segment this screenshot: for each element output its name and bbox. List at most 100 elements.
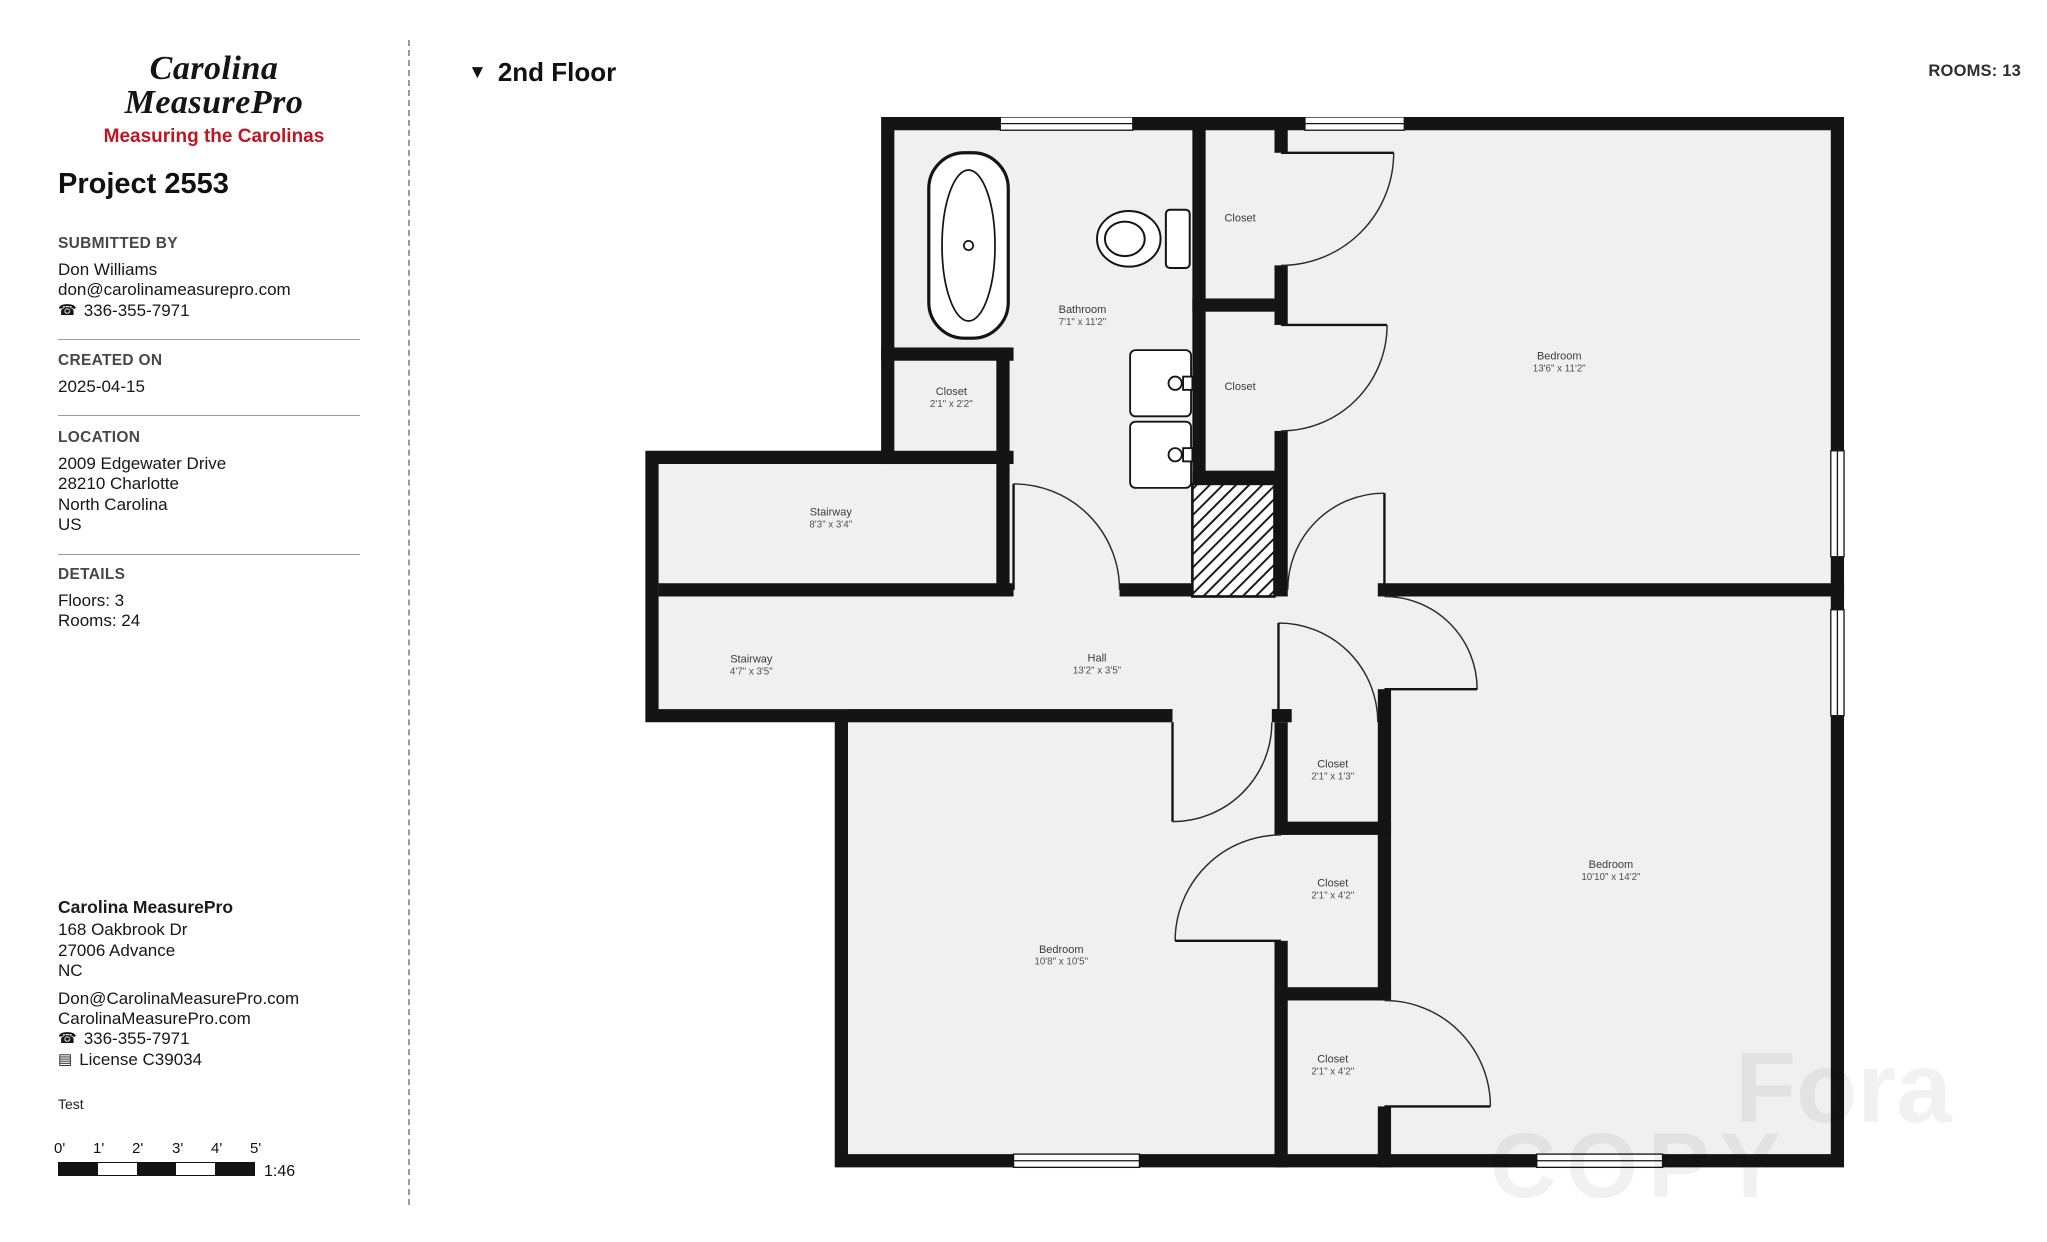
section-divider	[58, 554, 360, 555]
location-section: LOCATION 2009 Edgewater Drive 28210 Char…	[58, 429, 370, 536]
location-heading: LOCATION	[58, 429, 141, 446]
room-label-stairway: Stairway 8'3" x 3'4"	[809, 507, 852, 531]
submitter-email: don@carolinameasurepro.com	[58, 280, 291, 300]
floor-selector[interactable]: ▼ 2nd Floor	[468, 57, 616, 88]
location-line: 2009 Edgewater Drive	[58, 454, 227, 473]
shaft-hatch	[1191, 482, 1276, 598]
floor-label: 2nd Floor	[497, 57, 617, 87]
scale-tick: 0'	[54, 1140, 66, 1157]
panel-divider	[408, 40, 410, 1205]
room-label-bathroom: Bathroom 7'1" x 11'2"	[1059, 304, 1107, 328]
floorplan: Bathroom 7'1" x 11'2" Closet Closet Bedr…	[645, 117, 1845, 1169]
rooms-count: ROOMS: 13	[1928, 62, 2021, 80]
double-sink	[1129, 349, 1194, 489]
company-logo: Carolina MeasurePro Measuring the Caroli…	[58, 52, 370, 148]
created-date: 2025-04-15	[58, 377, 145, 396]
room-label-closet: Closet 2'1" x 4'2"	[1311, 878, 1354, 902]
note-text: Test	[58, 1096, 84, 1112]
submitted-by-heading: SUBMITTED BY	[58, 235, 178, 252]
room-label-bedroom: Bedroom 13'6" x 11'2"	[1533, 350, 1587, 374]
door-arcs	[1013, 152, 1492, 1107]
scale-bar-segments	[58, 1162, 255, 1176]
section-divider	[58, 339, 360, 340]
sidebar: Carolina MeasurePro Measuring the Caroli…	[54, 0, 370, 1242]
room-label-closet: Closet	[1224, 213, 1255, 225]
windows	[999, 117, 1845, 1169]
page-title: Project 2553	[58, 168, 229, 200]
room-name: Bedroom	[1039, 944, 1084, 956]
room-dims: 2'1" x 4'2"	[1311, 890, 1354, 901]
logo-tagline: Measuring the Carolinas	[103, 126, 325, 147]
room-label-closet: Closet 2'1" x 2'2"	[930, 386, 973, 410]
room-name: Closet	[1224, 381, 1255, 393]
room-dims: 13'2" x 3'5"	[1073, 665, 1122, 676]
company-website: CarolinaMeasurePro.com	[58, 1009, 251, 1029]
scale-tick: 5'	[250, 1140, 262, 1157]
scale-bar: 0' 1' 2' 3' 4' 5' 1:46	[54, 1140, 370, 1210]
company-phone: 336-355-7971	[83, 1029, 190, 1049]
room-label-hall: Hall 13'2" x 3'5"	[1073, 652, 1122, 676]
room-dims: 2'1" x 2'2"	[930, 399, 973, 410]
room-name: Stairway	[810, 507, 853, 519]
room-name: Closet	[936, 386, 967, 398]
room-dims: 7'1" x 11'2"	[1059, 317, 1107, 328]
room-dims: 8'3" x 3'4"	[809, 520, 852, 531]
room-label-stairway: Stairway 4'7" x 3'5"	[730, 654, 773, 678]
company-info: Carolina MeasurePro 168 Oakbrook Dr 2700…	[58, 897, 370, 1070]
location-line: US	[58, 515, 82, 535]
phone-icon: ☎	[58, 1030, 77, 1048]
floor-area	[658, 130, 1831, 1155]
scale-tick: 1'	[93, 1140, 105, 1157]
license-icon: ▤	[58, 1050, 73, 1068]
room-name: Bedroom	[1589, 859, 1634, 871]
company-address-line: 168 Oakbrook Dr	[58, 920, 188, 940]
section-divider	[58, 415, 360, 416]
company-address-line: 27006 Advance	[58, 940, 176, 960]
scale-tick: 3'	[172, 1140, 184, 1157]
submitter-name: Don Williams	[58, 260, 158, 279]
room-dims: 2'1" x 4'2"	[1311, 1067, 1354, 1078]
created-on-heading: CREATED ON	[58, 352, 163, 369]
room-name: Bedroom	[1537, 350, 1582, 362]
phone-icon: ☎	[58, 301, 77, 319]
room-name: Closet	[1317, 878, 1348, 890]
room-dims: 13'6" x 11'2"	[1533, 363, 1587, 374]
scale-ratio: 1:46	[264, 1163, 296, 1180]
room-label-bedroom: Bedroom 10'8" x 10'5"	[1034, 944, 1088, 968]
room-dims: 4'7" x 3'5"	[730, 667, 773, 678]
room-label-closet: Closet	[1224, 381, 1255, 393]
toilet	[1096, 208, 1191, 269]
scale-tick: 4'	[211, 1140, 223, 1157]
company-license: License C39034	[79, 1049, 203, 1069]
company-email: Don@CarolinaMeasurePro.com	[58, 988, 300, 1008]
interior-walls	[658, 117, 1845, 1168]
details-section: DETAILS Floors: 3 Rooms: 24	[58, 566, 370, 632]
door-leaves	[1012, 151, 1491, 1108]
room-name: Stairway	[730, 654, 773, 666]
location-line: North Carolina	[58, 494, 168, 514]
company-name: Carolina MeasurePro	[58, 897, 234, 917]
details-rooms: Rooms: 24	[58, 611, 141, 631]
room-name: Bathroom	[1059, 304, 1107, 316]
chevron-down-icon: ▼	[468, 62, 487, 83]
room-name: Closet	[1317, 1054, 1348, 1066]
room-dims: 2'1" x 1'3"	[1311, 771, 1354, 782]
company-address-line: NC	[58, 961, 83, 981]
details-floors: Floors: 3	[58, 591, 125, 610]
room-dims: 10'8" x 10'5"	[1034, 957, 1088, 968]
room-label-bedroom: Bedroom 10'10" x 14'2"	[1581, 859, 1641, 883]
room-name: Closet	[1224, 213, 1255, 225]
bathtub	[927, 151, 1010, 340]
scale-tick: 2'	[132, 1140, 144, 1157]
room-label-closet: Closet 2'1" x 1'3"	[1311, 758, 1354, 782]
room-labels: Bathroom 7'1" x 11'2" Closet Closet Bedr…	[730, 213, 1641, 1078]
location-line: 28210 Charlotte	[58, 474, 179, 494]
room-dims: 10'10" x 14'2"	[1581, 872, 1641, 883]
room-name: Hall	[1088, 652, 1107, 664]
created-on-section: CREATED ON 2025-04-15	[58, 352, 370, 397]
room-name: Closet	[1317, 758, 1348, 770]
logo-text: Carolina MeasurePro	[124, 50, 304, 121]
submitter-phone: 336-355-7971	[83, 300, 190, 320]
details-heading: DETAILS	[58, 566, 126, 583]
